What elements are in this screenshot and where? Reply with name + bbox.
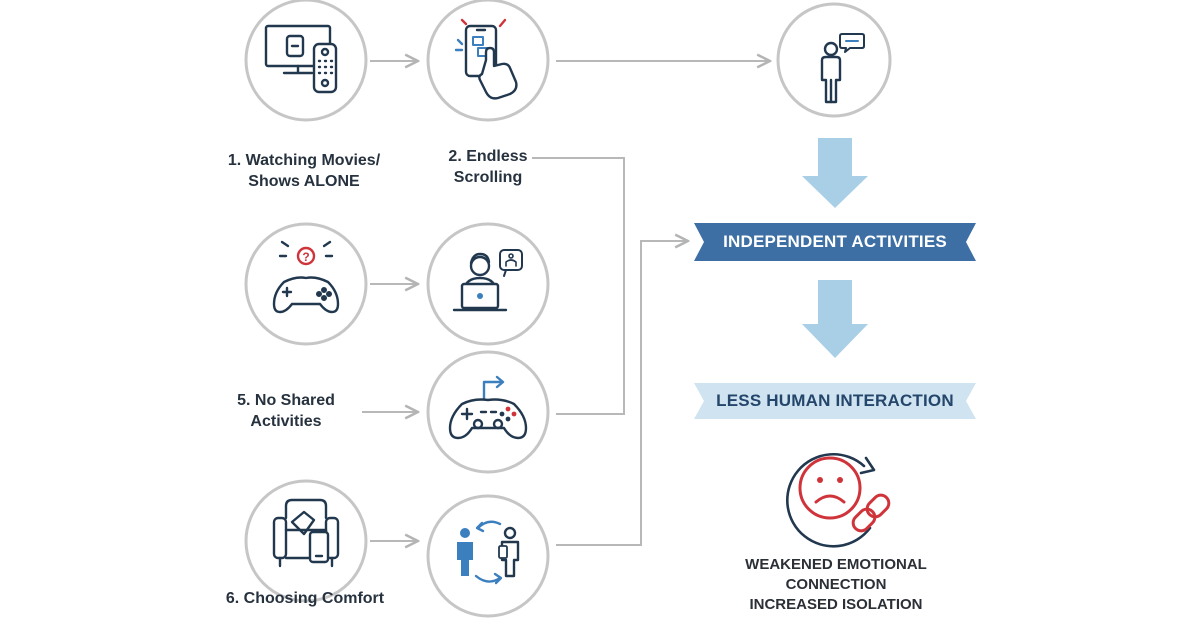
tv-remote-icon (264, 24, 338, 94)
connector-scrolling-label (532, 157, 625, 415)
down-arrow-top (802, 138, 868, 208)
label-endless-scrolling: 2. Endless Scrolling (428, 146, 548, 188)
connector-to-independent (556, 241, 688, 546)
banner-independent-activities (694, 223, 976, 261)
outcome-line2: CONNECTION (785, 576, 887, 593)
banner-less-interaction-text: LESS HUMAN INTERACTION (716, 391, 954, 410)
gamepad-icon (448, 375, 528, 440)
connectors (362, 61, 770, 545)
person-alone-icon (820, 33, 865, 104)
circle-people (426, 494, 550, 618)
phone-scroll-icon (454, 18, 518, 100)
armchair-phone-icon (272, 498, 340, 568)
circle-armchair (244, 479, 368, 603)
label-choosing-comfort: 6. Choosing Comfort (225, 590, 385, 607)
outcome-text: WEAKENED EMOTIONAL CONNECTION INCREASED … (716, 555, 956, 615)
circle-game-question (244, 222, 368, 346)
label-endless-scrolling-line1: 2. Endless (448, 148, 528, 165)
circle-person (776, 2, 892, 118)
banner-less-human-interaction (694, 383, 976, 419)
outcome-line3: INCREASED ISOLATION (749, 596, 923, 613)
circle-gamepad (426, 350, 550, 474)
outcome-line1: WEAKENED EMOTIONAL (745, 556, 927, 573)
down-arrow-middle (802, 280, 868, 358)
label-watching-movies-line1: 1. Watching Movies/ (227, 152, 381, 169)
label-no-shared-activities-line2: Activities (250, 413, 322, 430)
label-no-shared-activities-line1: 5. No Shared (237, 392, 335, 409)
laptop-user-icon (452, 249, 523, 312)
label-no-shared-activities: 5. No Shared Activities (226, 390, 346, 432)
label-watching-movies: 1. Watching Movies/ Shows ALONE (204, 150, 404, 192)
gamepad-question-icon: ? (272, 240, 340, 314)
svg-text:?: ? (302, 250, 309, 264)
sad-broken-link-icon (786, 452, 891, 548)
label-watching-movies-line2: Shows ALONE (248, 173, 360, 190)
label-endless-scrolling-line2: Scrolling (453, 169, 523, 186)
circle-tv (244, 0, 368, 122)
two-people-icon (457, 520, 520, 585)
banner-independent-text: INDEPENDENT ACTIVITIES (723, 232, 947, 251)
